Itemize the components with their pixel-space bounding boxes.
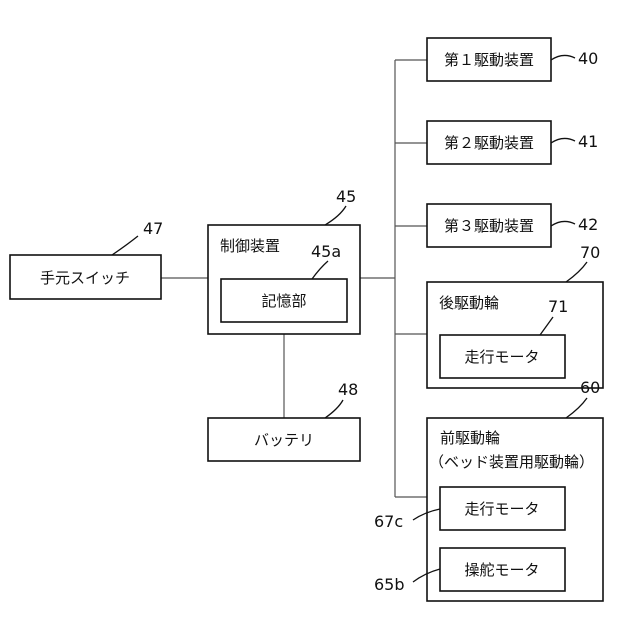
drive2-label: 第２駆動装置: [444, 134, 534, 152]
front-wheel-block: 前駆動輪 （ベッド装置用駆動輪） 60 走行モータ 67c 操舵モータ 65b: [374, 378, 603, 601]
rear-wheel-ref: 70: [580, 243, 600, 262]
rear-motor-ref: 71: [548, 297, 568, 316]
drive3-label: 第３駆動装置: [444, 217, 534, 235]
hand-switch-leader: [112, 236, 138, 255]
drive3-ref: 42: [578, 215, 598, 234]
rear-wheel-leader: [566, 262, 587, 282]
front-steer-motor-block: 操舵モータ: [440, 548, 565, 591]
drive2-ref: 41: [578, 132, 598, 151]
front-wheel-leader: [566, 398, 587, 418]
front-travel-motor-label: 走行モータ: [464, 500, 539, 518]
drive1-ref: 40: [578, 49, 598, 68]
battery-ref: 48: [338, 380, 358, 399]
battery-label: バッテリ: [254, 431, 314, 449]
memory-ref: 45a: [311, 242, 341, 261]
drive3-block: 第３駆動装置 42: [427, 204, 598, 247]
front-steer-motor-label: 操舵モータ: [464, 561, 539, 579]
front-travel-motor-block: 走行モータ: [440, 487, 565, 530]
rear-wheel-block: 後駆動輪 70 走行モータ 71: [427, 243, 603, 388]
memory-label: 記憶部: [261, 292, 306, 310]
battery-leader: [325, 400, 343, 418]
drive1-label: 第１駆動装置: [444, 51, 534, 69]
front-wheel-label: 前駆動輪: [440, 429, 500, 447]
front-travel-motor-ref: 67c: [374, 512, 403, 531]
controller-leader: [325, 206, 346, 225]
front-wheel-sublabel: （ベッド装置用駆動輪）: [429, 453, 594, 471]
hand-switch-ref: 47: [143, 219, 163, 238]
controller-block: 制御装置 45 記憶部 45a: [208, 187, 360, 334]
controller-ref: 45: [336, 187, 356, 206]
hand-switch-block: 手元スイッチ 47: [10, 219, 163, 299]
controller-label: 制御装置: [220, 237, 280, 255]
drive1-leader: [551, 55, 575, 60]
drive2-leader: [551, 138, 575, 143]
hand-switch-label: 手元スイッチ: [40, 269, 130, 287]
drive2-block: 第２駆動装置 41: [427, 121, 598, 164]
rear-motor-label: 走行モータ: [464, 348, 539, 366]
drive3-leader: [551, 221, 575, 226]
drive1-block: 第１駆動装置 40: [427, 38, 598, 81]
front-steer-motor-ref: 65b: [374, 575, 405, 594]
rear-wheel-label: 後駆動輪: [439, 294, 499, 312]
front-wheel-ref: 60: [580, 378, 600, 397]
